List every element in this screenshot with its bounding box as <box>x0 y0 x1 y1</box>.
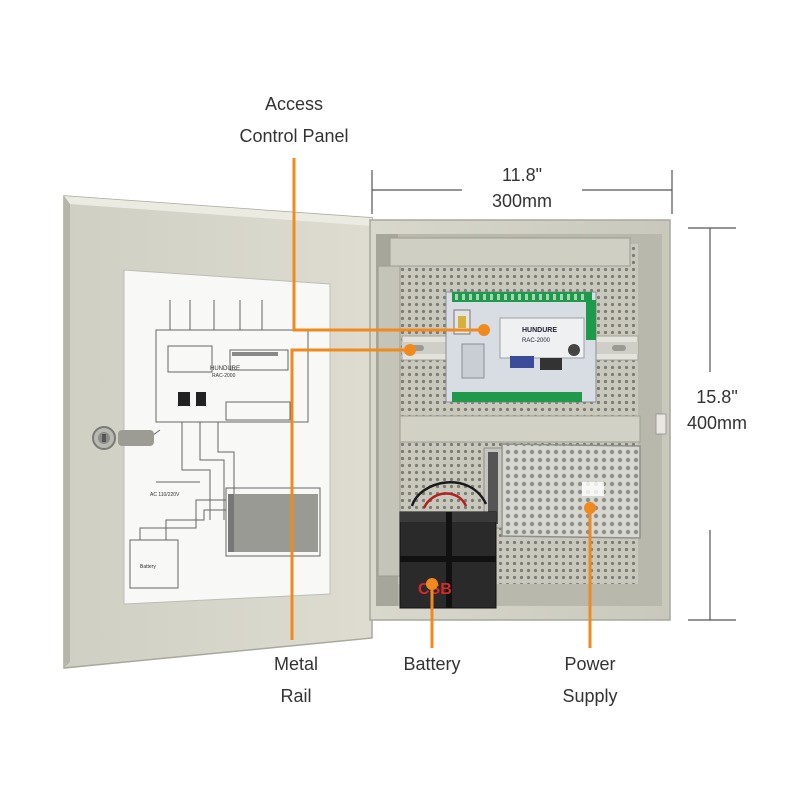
diagram-battery-text: Battery <box>140 564 156 570</box>
callout-dot-metal-rail <box>404 344 416 356</box>
label-access-control-panel: Access Control Panel <box>239 94 349 146</box>
board-model-text: RAC-2000 <box>522 338 551 344</box>
callout-dot-access-control-panel <box>478 324 490 336</box>
backup-battery: CSB <box>399 481 497 609</box>
label-battery: Battery <box>403 654 461 674</box>
width-dimension-label: 11.8" 300mm <box>491 165 553 211</box>
callout-dot-battery <box>426 578 438 590</box>
wiring-diagram-sheet: HUNDURE RAC-2000 AC 110/220V Battery <box>123 269 331 605</box>
power-supply-unit <box>483 443 641 539</box>
access-control-board: HUNDURE RAC-2000 <box>445 291 597 403</box>
width-dimension-line <box>371 170 673 214</box>
diagram-ac-input-text: AC 110/220V <box>150 492 180 498</box>
diagram-brand-text: HUNDURE <box>210 366 240 372</box>
door-lock-icon <box>92 426 154 450</box>
label-power-supply: Power Supply <box>562 654 618 706</box>
board-brand-text: HUNDURE <box>522 327 557 334</box>
callout-dot-power-supply <box>584 502 596 514</box>
height-dimension-line <box>688 227 736 621</box>
diagram-model-text: RAC-2000 <box>212 373 236 379</box>
enclosure-door: HUNDURE RAC-2000 AC 110/220V Battery <box>63 195 373 669</box>
callout-line-access-control-panel <box>292 158 484 332</box>
callout-line-metal-rail <box>290 348 410 640</box>
height-dimension-label: 15.8" 400mm <box>686 387 748 433</box>
callout-lines <box>290 158 592 648</box>
label-metal-rail: Metal Rail <box>273 654 318 706</box>
